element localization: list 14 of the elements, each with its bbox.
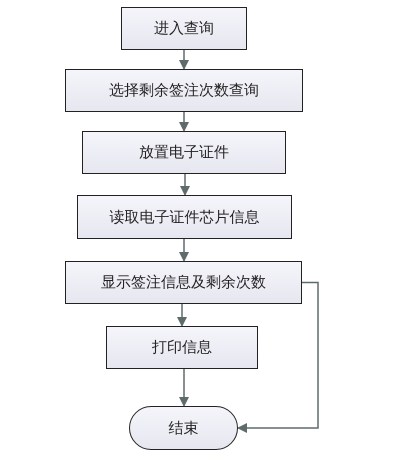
- arrow: [179, 50, 189, 70]
- process-box: 显示签注信息及剩余次数: [65, 261, 302, 304]
- terminal-box: 结束: [129, 406, 238, 450]
- process-box: 选择剩余签注次数查询: [65, 69, 303, 112]
- arrow: [179, 239, 189, 262]
- arrow: [179, 112, 189, 132]
- process-box: 打印信息: [106, 326, 258, 369]
- arrow: [179, 369, 189, 407]
- process-box: 读取电子证件芯片信息: [77, 195, 292, 239]
- arrow: [237, 282, 319, 433]
- process-box: 进入查询: [121, 7, 247, 50]
- process-box: 放置电子证件: [82, 131, 286, 174]
- arrow: [177, 304, 187, 327]
- arrow: [180, 174, 190, 196]
